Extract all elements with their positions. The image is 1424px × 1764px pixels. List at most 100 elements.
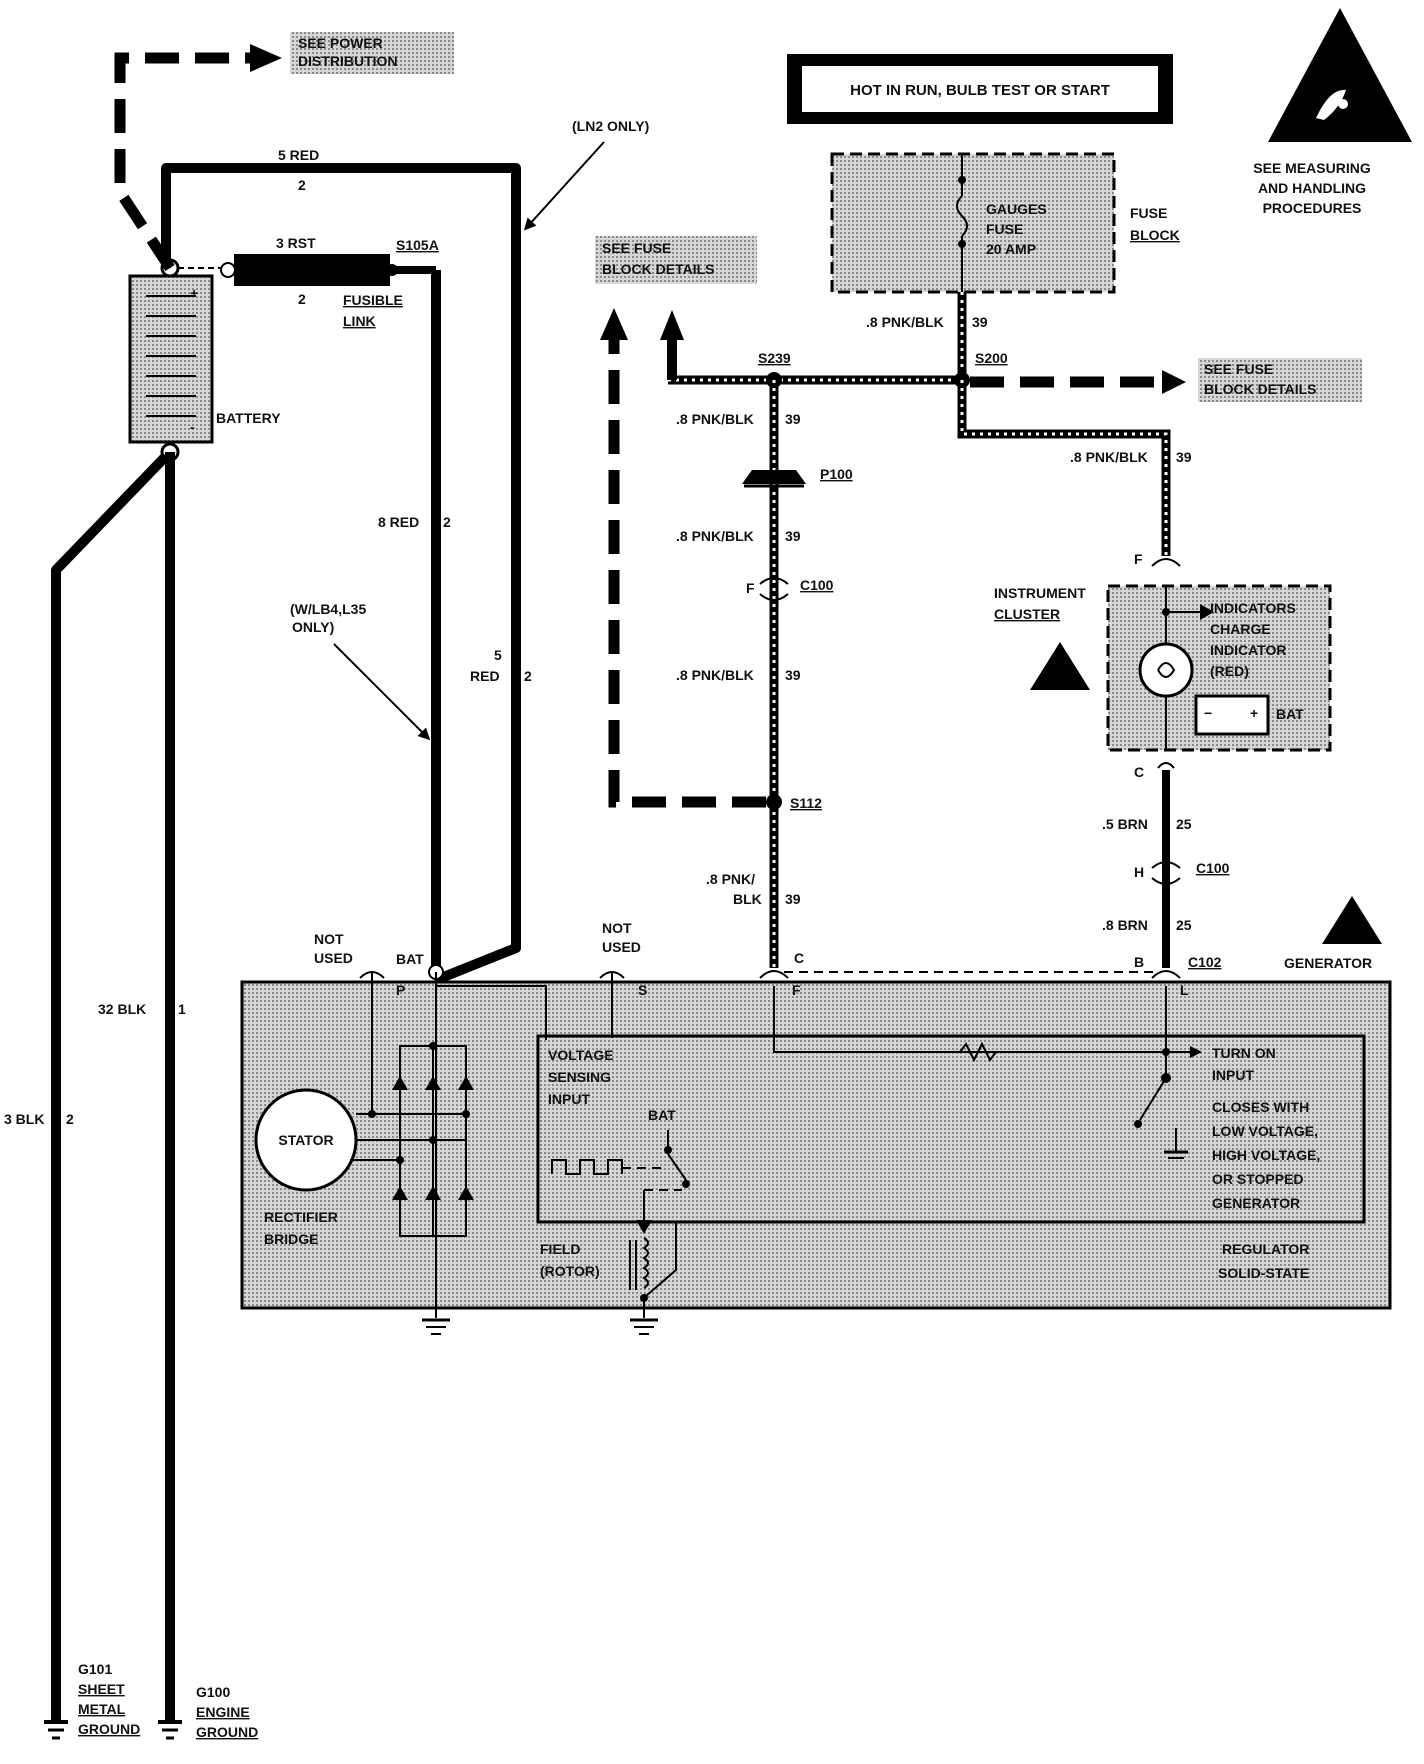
wire-25-lower-label: .8 BRN (1102, 917, 1148, 933)
wire-39-c100-label: .8 PNK/BLK (676, 667, 754, 683)
splice-s105a-label: S105A (396, 237, 439, 253)
turn-on-line-1: TURN ON (1212, 1045, 1276, 1061)
wire-25-lower-num: 25 (1176, 917, 1192, 933)
rectifier-line-1: RECTIFIER (264, 1209, 338, 1225)
voltage-sensing-line-2: SENSING (548, 1069, 611, 1085)
see-fuse-block-right-tag: SEE FUSE BLOCK DETAILS (1198, 358, 1362, 402)
fusible-link-line-1: FUSIBLE (343, 292, 403, 308)
c100-label: C100 (800, 577, 834, 593)
c102-label: C102 (1188, 954, 1222, 970)
fusible-link-line-2: LINK (343, 313, 376, 329)
wire-8-red-num: 2 (443, 514, 451, 530)
wire-power-distribution (114, 52, 250, 272)
see-fuse-right-line-2: BLOCK DETAILS (1204, 381, 1317, 397)
g101-line-1: G101 (78, 1661, 112, 1677)
g101-line-3: METAL (78, 1701, 126, 1717)
hot-in-run-box: HOT IN RUN, BULB TEST OR START (787, 54, 1173, 124)
rectifier-line-2: BRIDGE (264, 1231, 318, 1247)
fuse-block-label-1: FUSE (1130, 205, 1167, 221)
gauges-fuse-line-1: GAUGES (986, 201, 1047, 217)
see-fuse-left-line-1: SEE FUSE (602, 240, 671, 256)
wire-39-fuse-label: .8 PNK/BLK (866, 314, 944, 330)
wire-32-blk-num: 1 (178, 1001, 186, 1017)
arrow-up-s112 (600, 308, 628, 340)
wire-s112-dashed (608, 340, 766, 808)
p100-label: P100 (820, 466, 853, 482)
esd-warning-generator-icon (1322, 896, 1382, 944)
wire-25-upper-label: .5 BRN (1102, 816, 1148, 832)
wire-5-red-num: 2 (298, 177, 306, 193)
battery-symbol-icon (1194, 694, 1270, 736)
esd-warning-cluster-icon (1030, 642, 1090, 690)
connector-c100: F C100 (746, 577, 834, 601)
stator-label: STATOR (278, 1132, 333, 1148)
battery-minus: - (190, 419, 195, 435)
closes-line-4: OR STOPPED (1212, 1171, 1304, 1187)
see-measuring-line-1: SEE MEASURING (1253, 160, 1371, 176)
battery-label: BATTERY (216, 410, 281, 426)
cluster-line-2: CHARGE (1210, 621, 1271, 637)
c100b-label: C100 (1196, 860, 1230, 876)
regulator-bat-label: BAT (648, 1107, 676, 1123)
g100-line-1: G100 (196, 1684, 230, 1700)
wire-39-fuse-num: 39 (972, 314, 988, 330)
cluster-line-3: INDICATOR (1210, 642, 1286, 658)
wire-3-blk (51, 452, 170, 1722)
closes-line-3: HIGH VOLTAGE, (1212, 1147, 1320, 1163)
generator-title: GENERATOR (1284, 955, 1372, 971)
closes-line-1: CLOSES WITH (1212, 1099, 1309, 1115)
wire-39-lower-label-b: BLK (733, 891, 762, 907)
c102-pin-c: C (794, 950, 804, 966)
c100-pin-h: H (1134, 864, 1144, 880)
fuse-block: GAUGES FUSE 20 AMP FUSE BLOCK (830, 152, 1180, 294)
fuse-block-label-2: BLOCK (1130, 227, 1180, 243)
ground-g100: G100 ENGINE GROUND (158, 1684, 258, 1740)
wlb4-label-2: ONLY) (292, 619, 334, 635)
see-power-distribution-tag: SEE POWER DISTRIBUTION (290, 32, 454, 74)
wire-39-lower-label-a: .8 PNK/ (706, 871, 755, 887)
see-measuring-line-3: PROCEDURES (1263, 200, 1362, 216)
wire-5-red-label: 5 RED (278, 147, 319, 163)
ground-g101: G101 SHEET METAL GROUND (44, 1661, 140, 1740)
cluster-title-1: INSTRUMENT (994, 585, 1086, 601)
c100-pin-f: F (746, 580, 755, 596)
fuse-icon (956, 195, 968, 237)
wire-5-red-b-label: RED (470, 668, 500, 684)
see-fuse-left-line-2: BLOCK DETAILS (602, 261, 715, 277)
not-used-s-2: USED (602, 939, 641, 955)
splice-s112 (766, 794, 782, 810)
ln2-only-pointer (523, 141, 605, 231)
not-used-p-1: NOT (314, 931, 344, 947)
cluster-pin-f: F (1134, 551, 1143, 567)
field-coil-icon (642, 1237, 649, 1289)
cluster-battery-plus: + (1250, 705, 1258, 721)
generator: GENERATOR BAT P S F L NOT USED NOT USED (240, 896, 1392, 1335)
wire-3-blk-label: 3 BLK (4, 1111, 44, 1127)
cluster-line-4: (RED) (1210, 663, 1249, 679)
voltage-sensing-line-1: VOLTAGE (548, 1047, 614, 1063)
wire-5-red-b-num: 2 (524, 668, 532, 684)
wire-39-p100-label: .8 PNK/BLK (676, 528, 754, 544)
cluster-pin-c: C (1134, 764, 1144, 780)
wire-39-p100-num: 39 (785, 528, 801, 544)
gauges-fuse-line-2: FUSE (986, 221, 1023, 237)
wire-8-red-label: 8 RED (378, 514, 419, 530)
g100-line-2: ENGINE (196, 1704, 250, 1720)
wire-39-right-label: .8 PNK/BLK (1070, 449, 1148, 465)
closes-line-5: GENERATOR (1212, 1195, 1300, 1211)
wire-3-blk-num: 2 (66, 1111, 74, 1127)
g100-line-3: GROUND (196, 1724, 258, 1740)
battery-plus: + (190, 285, 198, 301)
field-line-2: (ROTOR) (540, 1263, 600, 1279)
fusible-link-rst-num: 2 (298, 291, 306, 307)
wire-39-s239-label: .8 PNK/BLK (676, 411, 754, 427)
voltage-sensing-line-3: INPUT (548, 1091, 590, 1107)
wire-25-upper-num: 25 (1176, 816, 1192, 832)
arrow-up-s239 (660, 310, 684, 340)
esd-warning-symbol-large (1268, 8, 1412, 142)
wire-39-right-num: 39 (1176, 449, 1192, 465)
wlb4-pointer (333, 643, 431, 741)
wire-39-c100-num: 39 (785, 667, 801, 683)
wire-39-lower-num: 39 (785, 891, 801, 907)
